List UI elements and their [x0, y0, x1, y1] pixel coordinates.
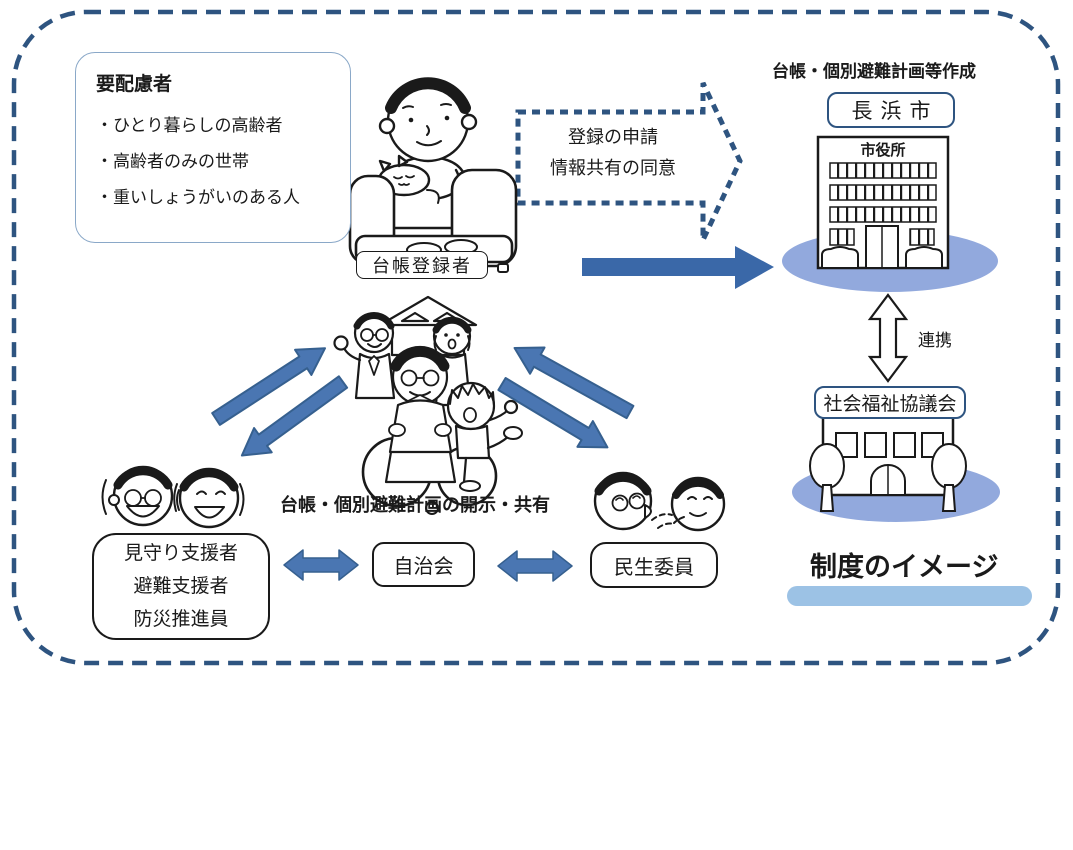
- share-diagonal-arrows: [211, 346, 635, 457]
- consideration-item: ・ひとり暮らしの高齢者: [96, 116, 283, 135]
- registration-solid-arrow: [582, 246, 774, 289]
- supporter-line: 避難支援者: [133, 576, 229, 597]
- city-hall-illustration: [782, 135, 998, 292]
- welfare-council-illustration: [792, 414, 1000, 522]
- application-line2: 情報共有の同意: [550, 158, 676, 178]
- cooperation-label: 連携: [918, 331, 952, 350]
- consideration-title: 要配慮者: [96, 74, 173, 95]
- city-plan-caption: 台帳・個別避難計画等作成: [772, 62, 976, 81]
- supporters-box: 見守り支援者 避難支援者 防災推進員: [92, 533, 270, 640]
- title-underline-bar: [787, 586, 1032, 606]
- supporter-line: 防災推進員: [133, 609, 229, 630]
- application-dashed-arrow: [515, 81, 743, 242]
- supporter-line: 見守り支援者: [123, 543, 238, 564]
- commissioners-faces-illustration: [593, 471, 726, 532]
- registrant-label-box: 台帳登録者: [356, 251, 488, 279]
- elderly-person-illustration: [348, 77, 518, 273]
- application-line1: 登録の申請: [568, 127, 658, 147]
- consideration-item: ・高齢者のみの世帯: [96, 152, 249, 171]
- supporters-faces-illustration: [101, 465, 245, 529]
- nagahama-city-box: 長浜市: [827, 92, 955, 128]
- consideration-persons-box: 要配慮者 ・ひとり暮らしの高齢者 ・高齢者のみの世帯 ・重いしょうがいのある人: [75, 52, 351, 243]
- welfare-council-box: 社会福祉協議会: [814, 386, 966, 419]
- consideration-item: ・重いしょうがいのある人: [96, 188, 300, 207]
- family-illustration: [333, 295, 523, 515]
- cooperation-double-arrow: [867, 293, 909, 383]
- share-disclosure-label: 台帳・個別避難計画の開示・共有: [280, 495, 550, 515]
- diagram-title: 制度のイメージ: [810, 552, 999, 582]
- welfare-commissioner-box: 民生委員: [590, 542, 718, 588]
- neighborhood-association-box: 自治会: [372, 542, 475, 587]
- application-arrow-text: 登録の申請 情報共有の同意: [520, 122, 706, 184]
- city-hall-label: 市役所: [860, 142, 906, 159]
- link-double-arrows: [283, 549, 573, 582]
